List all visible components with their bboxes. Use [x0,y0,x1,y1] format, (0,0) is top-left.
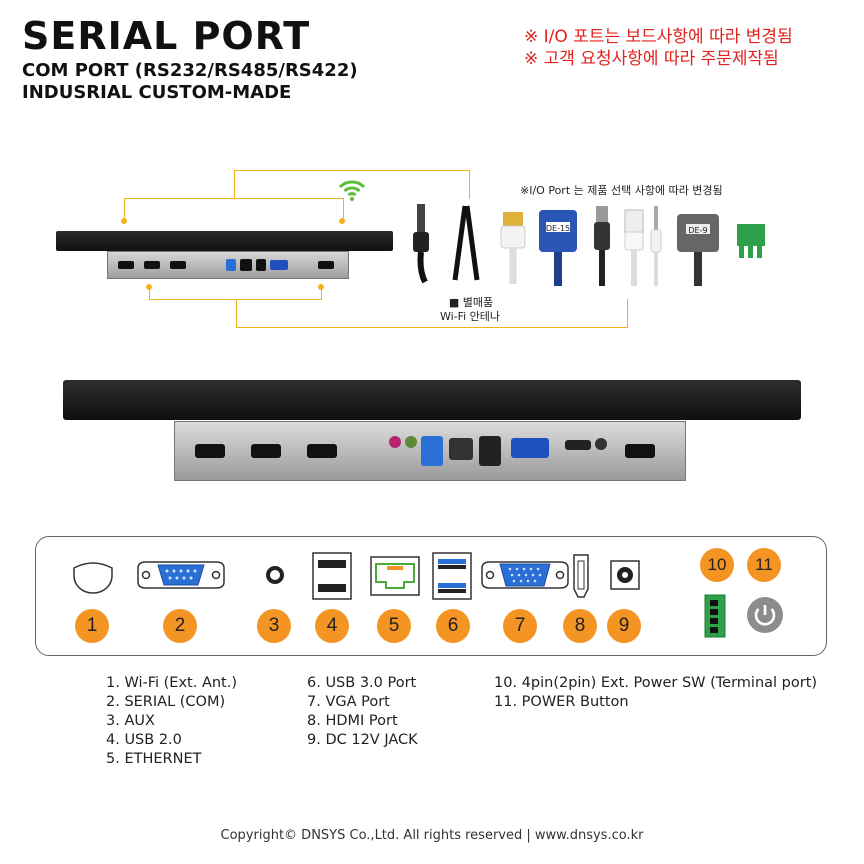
io-port-note: ※I/O Port 는 제품 선택 사항에 따라 변경됨 [520,184,723,197]
antenna-sold-separately-label: ■ 별매품 [448,296,494,309]
list-item: 4. USB 2.0 [106,732,182,748]
io-change-note: ※ I/O 포트는 보드사항에 따라 변경됨 [524,27,793,47]
dc-jack-icon [610,560,640,590]
usb3-port-icon [432,552,472,600]
list-item: 6. USB 3.0 Port [307,675,417,691]
serial-port-icon [137,561,225,589]
io-box-small [107,251,349,279]
ethernet-port-small [240,259,252,271]
connector-line-bottom [149,287,322,300]
connector-dot [121,218,127,224]
port-list-col-1: 1. Wi-Fi (Ext. Ant.) 2. SERIAL (COM) 3. … [106,674,237,769]
list-item: 3. AUX [106,713,155,729]
monitor-bezel-large [63,380,801,420]
aux-port [389,436,401,448]
port-badge-10: 10 [700,548,734,582]
connector-line-bottom-outer [236,299,628,328]
page-title: SERIAL PORT [22,14,311,58]
aux-port [405,436,417,448]
list-item: 8. HDMI Port [307,713,398,729]
hdmi-port-icon [573,554,589,598]
copyright-footer: Copyright© DNSYS Co.,Ltd. All rights res… [220,828,644,843]
dc-port-small [318,261,334,269]
port-badge-9: 9 [607,609,641,643]
hdmi-port [565,440,591,450]
terminal-port-icon [704,594,726,638]
connector-dot [339,218,345,224]
ethernet-port-icon [370,556,420,596]
usb-port-small [226,259,236,271]
usb2-port-icon [312,552,352,600]
io-box-large [174,421,686,481]
port-badge-8: 8 [563,609,597,643]
port-badge-5: 5 [377,609,411,643]
power-button-icon [747,597,783,633]
port-legend-panel [35,536,827,656]
port-badge-4: 4 [315,609,349,643]
cable-accessories-image [413,204,765,286]
dc-jack [595,438,607,450]
subtitle-custom-made: INDUSRIAL CUSTOM-MADE [22,82,292,103]
port-list-col-3: 10. 4pin(2pin) Ext. Power SW (Terminal p… [494,674,817,712]
port-list-col-2: 6. USB 3.0 Port 7. VGA Port 8. HDMI Port… [307,674,418,750]
com-port [307,444,337,458]
vga-port-small [270,260,288,270]
aux-jack-icon [266,566,284,584]
com-port [195,444,225,458]
ethernet-port [449,438,473,460]
list-item: 2. SERIAL (COM) [106,694,226,710]
monitor-bezel-small [56,231,393,251]
list-item: 7. VGA Port [307,694,390,710]
wifi-antenna-label: Wi-Fi 안테나 [439,310,501,323]
port-badge-1: 1 [75,609,109,643]
list-item: 10. 4pin(2pin) Ext. Power SW (Terminal p… [494,675,818,691]
com-port-small [144,261,160,269]
port-badge-2: 2 [163,609,197,643]
wifi-antenna-port-icon [73,562,113,594]
port-badge-6: 6 [436,609,470,643]
list-item: 9. DC 12V JACK [307,732,418,748]
port-badge-11: 11 [747,548,781,582]
power-terminal-port [625,444,655,458]
connector-line-top-outer [234,170,470,199]
custom-order-note: ※ 고객 요청사항에 따라 주문제작됨 [524,49,779,69]
com-port [251,444,281,458]
list-item: 11. POWER Button [494,694,629,710]
vga-port-icon [481,561,569,589]
vga-port [511,438,549,458]
com-port-small [170,261,186,269]
list-item: 5. ETHERNET [106,751,202,767]
port-badge-3: 3 [257,609,291,643]
de9-label: DE-9 [688,226,708,235]
de15-label: DE-15 [545,224,571,233]
usb3-port [421,436,443,466]
usb2-port [479,436,501,466]
wifi-icon [338,180,366,201]
usb-port-small [256,259,266,271]
port-badge-7: 7 [503,609,537,643]
com-port-small [118,261,134,269]
list-item: 1. Wi-Fi (Ext. Ant.) [106,675,238,691]
connector-line-top [124,198,344,221]
subtitle-com-port: COM PORT (RS232/RS485/RS422) [22,60,358,81]
